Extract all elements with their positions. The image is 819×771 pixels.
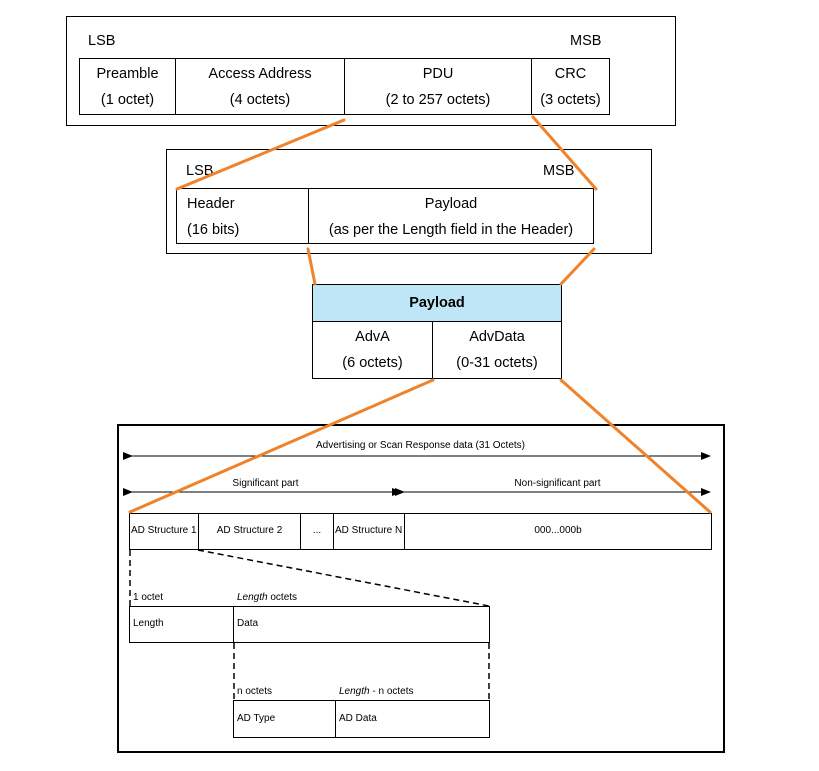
crc-name: CRC [554,66,587,82]
adva-name: AdvA [355,329,390,345]
level2-lsb-label: LSB [186,163,214,179]
length-size-label: 1 octet [133,592,164,603]
pdu-name: PDU [422,66,454,82]
advdata-size: (0-31 octets) [456,355,538,371]
zero-padding-label: 000...000b [534,525,582,536]
crc-field: CRC (3 octets) [531,58,610,115]
adva-size: (6 octets) [342,355,403,371]
data-size-label: Length octets [237,592,297,603]
data-field-label: Data [237,618,259,629]
access-address-field: Access Address (4 octets) [175,58,345,115]
ad-structure-n: AD Structure N [333,513,405,550]
significant-part-label: Significant part [232,478,299,489]
access-address-name: Access Address [208,66,312,82]
pdu-payload-size: (as per the Length field in the Header) [328,222,574,238]
data-field: Data [233,606,490,643]
data-size-prefix: Length [237,592,268,603]
header-name: Header [187,196,235,212]
pdu-size: (2 to 257 octets) [385,92,491,108]
ad-data-size-prefix: Length [339,686,370,697]
ad-data-size-suffix: - n octets [369,686,414,697]
ad-structure-ellipsis: ... [300,513,334,550]
preamble-name: Preamble [96,66,159,82]
total-data-label: Advertising or Scan Response data (31 Oc… [316,440,525,451]
payload-title: Payload [312,284,562,322]
ad-structure-n-label: AD Structure N [335,525,403,536]
level1-msb-label: MSB [570,33,602,49]
adva-field: AdvA (6 octets) [312,321,433,379]
data-size-suffix: octets [267,592,298,603]
pdu-payload-field: Payload (as per the Length field in the … [308,188,594,244]
ad-structure-ellipsis-label: ... [312,525,322,536]
ad-structure-2: AD Structure 2 [198,513,301,550]
non-significant-part-label: Non-significant part [514,478,601,489]
length-field: Length [129,606,234,643]
ad-data-field: AD Data [335,700,490,738]
payload-to-adv-left-connector [306,247,317,286]
payload-to-adv-right-connector [559,247,596,286]
ad-structure-1-label: AD Structure 1 [131,525,197,536]
advdata-field: AdvData (0-31 octets) [432,321,562,379]
preamble-field: Preamble (1 octet) [79,58,176,115]
level1-lsb-label: LSB [88,33,116,49]
ad-structure-2-label: AD Structure 2 [216,525,283,536]
crc-size: (3 octets) [540,92,601,108]
access-address-size: (4 octets) [229,92,291,108]
pdu-payload-name: Payload [424,196,478,212]
header-size: (16 bits) [187,222,240,238]
header-field: Header (16 bits) [176,188,309,244]
ad-type-field-label: AD Type [237,713,276,724]
ad-structure-1: AD Structure 1 [129,513,199,550]
ad-type-field: AD Type [233,700,336,738]
level2-msb-label: MSB [543,163,575,179]
ad-data-size-label: Length - n octets [339,686,414,697]
zero-padding: 000...000b [404,513,712,550]
ad-data-field-label: AD Data [339,713,377,724]
ad-type-size-label: n octets [237,686,273,697]
preamble-size: (1 octet) [100,92,155,108]
advdata-name: AdvData [469,329,525,345]
length-field-label: Length [133,618,164,629]
pdu-field: PDU (2 to 257 octets) [344,58,532,115]
